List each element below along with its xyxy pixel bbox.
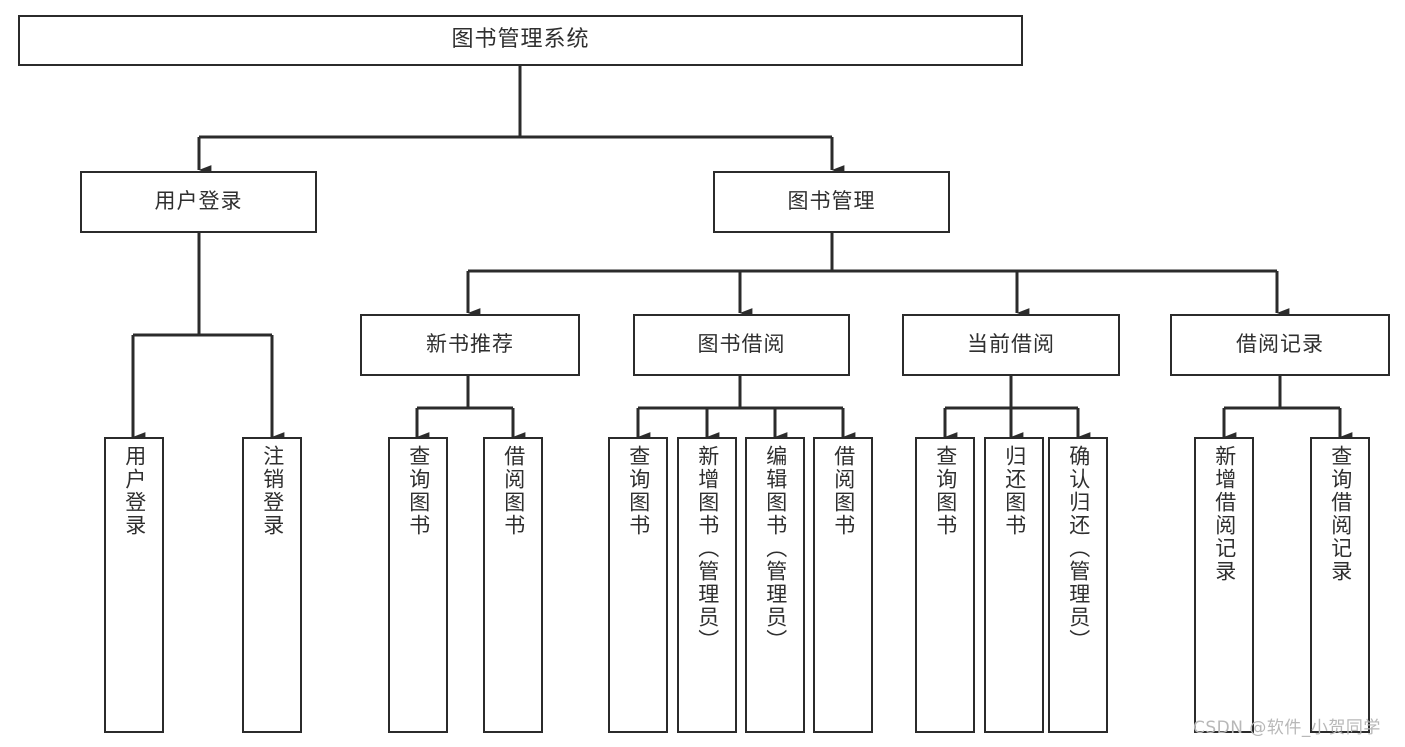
node-new-book-recommend-label: 新书推荐 (426, 332, 514, 357)
watermark: CSDN @软件_小贺同学 (1193, 718, 1381, 738)
leaf-current-return[interactable]: 归还图书 (984, 437, 1044, 733)
node-user-login[interactable]: 用户登录 (80, 171, 317, 233)
leaf-record-query-label: 查询借阅记录 (1328, 445, 1353, 583)
leaf-borrow-add[interactable]: 新增图书（管理员） (677, 437, 737, 733)
leaf-record-add-label: 新增借阅记录 (1212, 445, 1237, 583)
node-book-management[interactable]: 图书管理 (713, 171, 950, 233)
leaf-current-query-label: 查询图书 (933, 445, 958, 537)
leaf-newbook-query[interactable]: 查询图书 (388, 437, 448, 733)
leaf-borrow-add-label: 新增图书（管理员） (695, 445, 720, 652)
node-borrow-record-label: 借阅记录 (1236, 332, 1324, 357)
leaf-current-return-label: 归还图书 (1002, 445, 1027, 537)
leaf-newbook-query-label: 查询图书 (406, 445, 431, 537)
node-user-login-label: 用户登录 (154, 189, 243, 214)
leaf-current-confirm-return-label: 确认归还（管理员） (1066, 445, 1091, 652)
node-book-borrow[interactable]: 图书借阅 (633, 314, 850, 376)
leaf-borrow-lend[interactable]: 借阅图书 (813, 437, 873, 733)
leaf-user-logout-label: 注销登录 (260, 445, 285, 537)
leaf-borrow-edit[interactable]: 编辑图书（管理员） (745, 437, 805, 733)
node-book-management-label: 图书管理 (787, 189, 876, 214)
leaf-borrow-edit-label: 编辑图书（管理员） (763, 445, 788, 652)
leaf-record-query[interactable]: 查询借阅记录 (1310, 437, 1370, 733)
leaf-current-confirm-return[interactable]: 确认归还（管理员） (1048, 437, 1108, 733)
leaf-user-logout[interactable]: 注销登录 (242, 437, 302, 733)
leaf-newbook-borrow-label: 借阅图书 (501, 445, 526, 537)
node-root-label: 图书管理系统 (451, 27, 590, 53)
leaf-borrow-query-label: 查询图书 (626, 445, 651, 537)
node-current-borrow[interactable]: 当前借阅 (902, 314, 1120, 376)
node-book-borrow-label: 图书借阅 (697, 332, 786, 357)
node-root[interactable]: 图书管理系统 (18, 15, 1023, 66)
leaf-user-login-label: 用户登录 (122, 445, 147, 537)
leaf-borrow-query[interactable]: 查询图书 (608, 437, 668, 733)
leaf-user-login[interactable]: 用户登录 (104, 437, 164, 733)
leaf-current-query[interactable]: 查询图书 (915, 437, 975, 733)
node-borrow-record[interactable]: 借阅记录 (1170, 314, 1390, 376)
leaf-record-add[interactable]: 新增借阅记录 (1194, 437, 1254, 733)
node-current-borrow-label: 当前借阅 (967, 332, 1055, 357)
node-new-book-recommend[interactable]: 新书推荐 (360, 314, 580, 376)
leaf-newbook-borrow[interactable]: 借阅图书 (483, 437, 543, 733)
leaf-borrow-lend-label: 借阅图书 (831, 445, 856, 537)
